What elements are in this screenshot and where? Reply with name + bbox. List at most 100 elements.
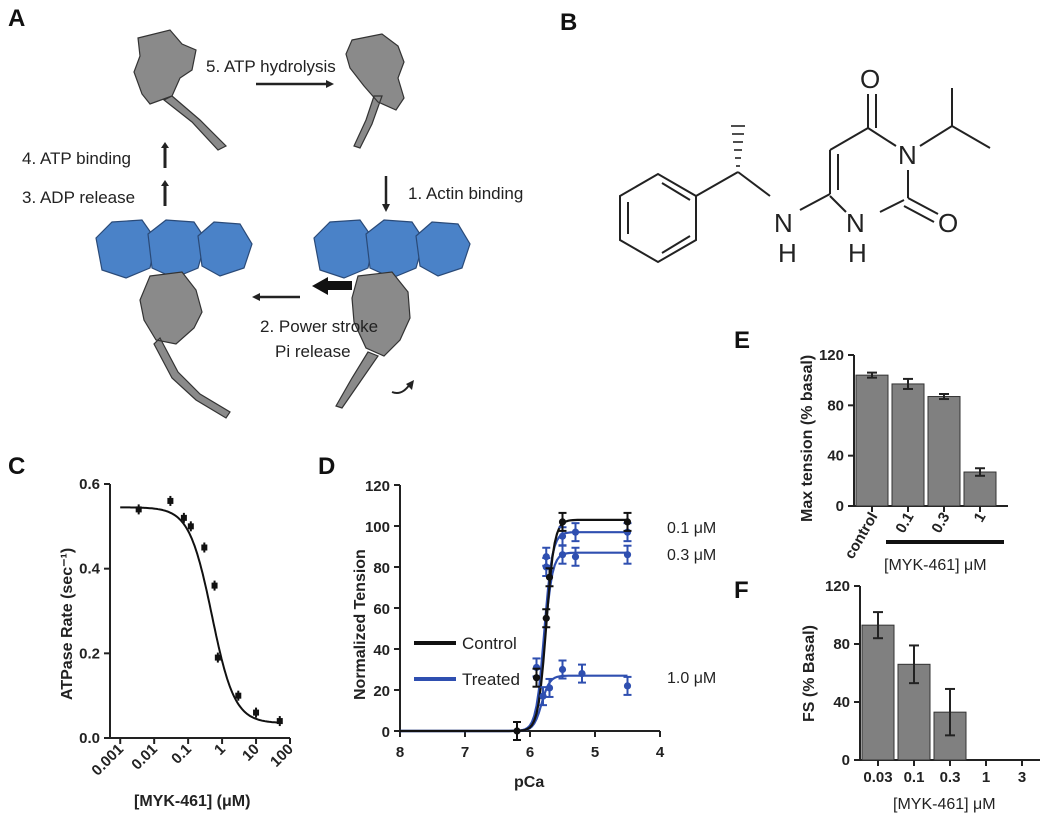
bond xyxy=(919,125,953,147)
curve-control xyxy=(400,518,628,733)
y-tick-label: 40 xyxy=(827,448,844,465)
x-tick-label: control xyxy=(841,510,881,563)
recoil-arrowhead xyxy=(406,380,414,390)
x-axis-label: [MYK-461] μM xyxy=(884,557,987,574)
data-point xyxy=(558,665,567,674)
x-tick-label: 0.1 xyxy=(904,769,925,786)
y-tick-label: 20 xyxy=(373,683,390,700)
y-tick-label: 0 xyxy=(836,498,844,515)
arrowhead-4 xyxy=(161,142,169,148)
y-tick-label: 40 xyxy=(373,642,390,659)
y-tick-label: 0 xyxy=(842,752,850,769)
data-points xyxy=(513,511,632,741)
x-tick-label: 4 xyxy=(656,744,665,761)
actin-monomer xyxy=(147,219,207,279)
data-point xyxy=(542,614,550,622)
data-point xyxy=(539,692,547,700)
step-2-sublabel: Pi release xyxy=(275,342,351,361)
step-4-label: 4. ATP binding xyxy=(22,149,131,168)
data-point xyxy=(545,684,554,692)
annotation-1-0-um: 1.0 μM xyxy=(667,670,716,687)
x-axis-label: [MYK-461] μM xyxy=(893,796,996,813)
data-point xyxy=(135,506,142,513)
data-point xyxy=(558,518,567,526)
x-axis-label: pCa xyxy=(514,774,544,791)
atom-n-3: N xyxy=(898,140,917,170)
y-tick-label: 0.2 xyxy=(79,645,100,662)
x-tick-label: 6 xyxy=(526,744,534,761)
panel-b-letter: B xyxy=(560,9,577,36)
x-tick-label: 0.01 xyxy=(128,741,161,774)
y-tick-label: 40 xyxy=(833,694,850,711)
data-point xyxy=(276,718,283,725)
x-tick-label: 1 xyxy=(982,769,990,786)
y-tick-label: 0 xyxy=(382,724,390,741)
atom-h-1: H xyxy=(848,238,867,268)
panel-a-letter: A xyxy=(8,5,25,32)
y-tick-label: 60 xyxy=(373,601,390,618)
annotation-0-3-um: 0.3 μM xyxy=(667,547,716,564)
data-point xyxy=(578,670,586,678)
actin-monomer xyxy=(197,221,253,277)
data-point xyxy=(180,514,187,521)
data-point xyxy=(623,682,632,690)
bond xyxy=(695,171,739,197)
bond xyxy=(903,205,935,223)
fit-curve xyxy=(120,506,283,724)
atom-n-1: N xyxy=(846,208,865,238)
bond xyxy=(737,171,771,197)
data-point xyxy=(558,532,567,540)
data-point xyxy=(545,573,554,581)
data-point xyxy=(532,674,541,682)
bond xyxy=(907,197,939,215)
step-2-label: 2. Power stroke xyxy=(260,317,378,336)
bond xyxy=(879,199,905,213)
panel-f-letter: F xyxy=(734,577,749,604)
bond xyxy=(951,125,991,149)
bond xyxy=(661,182,691,201)
arrowhead-1 xyxy=(382,204,390,212)
bars xyxy=(855,371,997,507)
panel-d-letter: D xyxy=(318,453,335,480)
hashed-wedge xyxy=(731,125,745,167)
y-tick-label: 0.4 xyxy=(79,561,101,578)
data-point xyxy=(235,692,242,699)
myk-461-structure xyxy=(619,88,991,264)
y-axis-label: Max tension (% basal) xyxy=(799,355,816,522)
bar xyxy=(927,396,961,507)
arrowhead-3 xyxy=(161,180,169,186)
curves xyxy=(400,518,628,733)
x-tick-label: 10 xyxy=(239,741,263,765)
bond xyxy=(799,193,831,211)
data-point xyxy=(558,551,567,559)
actin-filament-left xyxy=(95,219,253,279)
y-axis-label: Normalized Tension xyxy=(352,549,369,700)
data-point xyxy=(211,582,218,589)
data-point xyxy=(571,553,580,561)
x-tick-label: 0.1 xyxy=(168,741,195,768)
myosin-head-bound-2 xyxy=(335,271,411,409)
x-tick-label: 8 xyxy=(396,744,404,761)
data-point xyxy=(623,518,632,526)
myosin-head-bound-1 xyxy=(139,271,231,419)
x-tick-label: 0.3 xyxy=(928,510,953,537)
data-point xyxy=(253,709,260,716)
y-tick-label: 100 xyxy=(365,519,390,536)
y-tick-label: 80 xyxy=(373,560,390,577)
bond xyxy=(829,195,847,213)
step-3-label: 3. ADP release xyxy=(22,188,135,207)
myosin-head-detached-1 xyxy=(133,29,228,151)
data-point xyxy=(571,528,580,536)
x-tick-label: 5 xyxy=(591,744,599,761)
annotation-0-1-um: 0.1 μM xyxy=(667,520,716,537)
actin-monomer xyxy=(95,219,157,279)
x-tick-label: 0.1 xyxy=(892,510,917,537)
data-point xyxy=(167,497,174,504)
